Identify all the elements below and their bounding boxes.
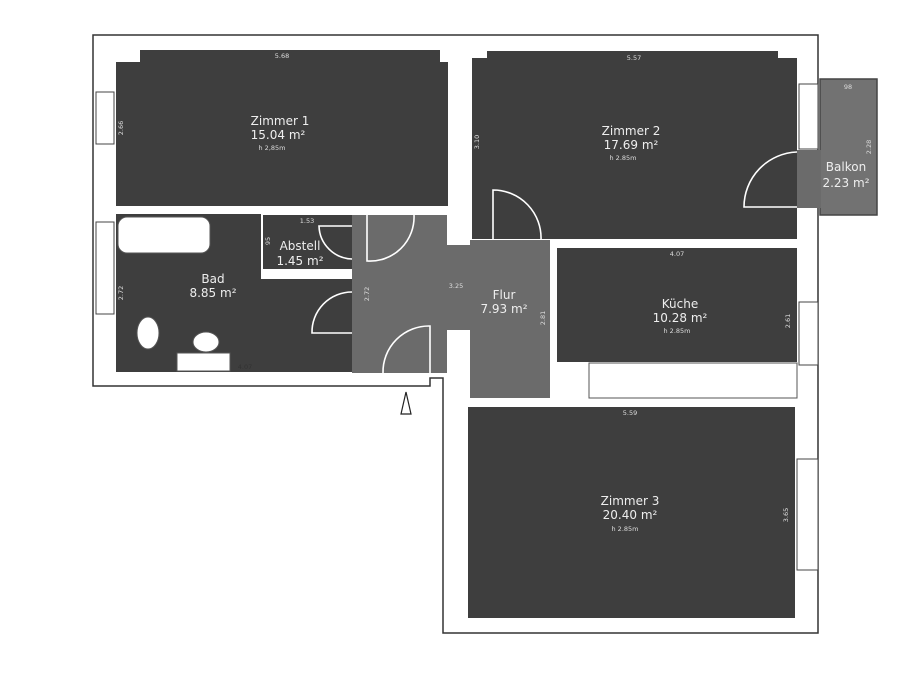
room-area: 1.45 m² (276, 254, 323, 268)
door[interactable] (382, 325, 431, 374)
room-flur[interactable]: Flur 7.93 m² 3.25 2.72 2.81 (352, 215, 550, 398)
toilet-icon (136, 316, 160, 350)
window (798, 301, 819, 366)
door[interactable] (366, 214, 415, 262)
dimension-width: 5.59 (623, 409, 637, 417)
window (95, 91, 115, 145)
room-name: Abstell (280, 239, 321, 253)
room-height: h 2,85m (259, 144, 286, 152)
room-zimmer-2[interactable]: Zimmer 2 17.69 m² h 2.85m 5.57 3.10 (472, 51, 797, 239)
door[interactable] (743, 151, 798, 208)
dimension-width: 5.68 (275, 52, 289, 60)
room-area: 17.69 m² (604, 138, 659, 152)
kitchen-counter (588, 362, 798, 399)
room-name: Zimmer 3 (601, 494, 660, 508)
window (798, 83, 819, 150)
dimension-width: 5.57 (627, 54, 641, 62)
room-balkon[interactable]: Balkon 2.23 m² 98 2.28 (797, 78, 878, 216)
dimension-depth: 3.65 (782, 508, 790, 522)
dimension-depth: 95 (264, 237, 272, 245)
room-height: h 2.85m (610, 154, 637, 162)
bathtub-icon (117, 216, 211, 254)
outer-wall (92, 34, 819, 634)
dimension-width: 4.07 (670, 250, 684, 258)
room-name: Bad (201, 272, 224, 286)
dimension-width: 98 (844, 83, 852, 91)
room-name: Zimmer 1 (251, 114, 310, 128)
room-area: 15.04 m² (251, 128, 306, 142)
door[interactable] (492, 189, 542, 241)
room-height: h 2.85m (664, 327, 691, 335)
room-area: 10.28 m² (653, 311, 708, 325)
dimension-width: 3.25 (449, 282, 463, 290)
window (95, 221, 115, 315)
sink-icon (192, 331, 220, 353)
room-area: 2.23 m² (822, 176, 869, 190)
dimension-depth-right: 2.81 (539, 311, 547, 325)
room-area: 7.93 m² (480, 302, 527, 316)
room-zimmer-1[interactable]: Zimmer 1 15.04 m² h 2,85m 5.68 2.66 (116, 50, 448, 206)
room-kueche[interactable]: Küche 10.28 m² h 2.85m 4.07 2.61 (557, 248, 798, 399)
room-name: Zimmer 2 (602, 124, 661, 138)
door[interactable] (311, 291, 353, 334)
dimension-depth: 2.28 (865, 140, 873, 154)
dimension-width: 4.07 (238, 363, 252, 371)
dimension-depth: 3.10 (473, 135, 481, 149)
room-area: 20.40 m² (603, 508, 658, 522)
room-name: Flur (493, 288, 516, 302)
room-abstell[interactable]: Abstell 1.45 m² 1.53 95 (263, 215, 352, 269)
dimension-depth: 2.66 (117, 121, 125, 135)
window (796, 458, 819, 571)
room-zimmer-3[interactable]: Zimmer 3 20.40 m² h 2.85m 5.59 3.65 (468, 407, 795, 618)
dimension-depth: 2.61 (784, 314, 792, 328)
dimension-depth-left: 2.72 (363, 287, 371, 301)
door[interactable] (318, 225, 353, 260)
north-arrow-icon (400, 391, 412, 415)
room-name: Küche (662, 297, 698, 311)
dimension-width: 1.53 (300, 217, 314, 225)
counter (176, 352, 231, 372)
room-name: Balkon (826, 160, 866, 174)
dimension-depth: 2.72 (117, 286, 125, 300)
room-area: 8.85 m² (189, 286, 236, 300)
room-height: h 2.85m (612, 525, 639, 533)
room-bad[interactable]: Bad 8.85 m² 4.07 2.72 (116, 214, 352, 372)
